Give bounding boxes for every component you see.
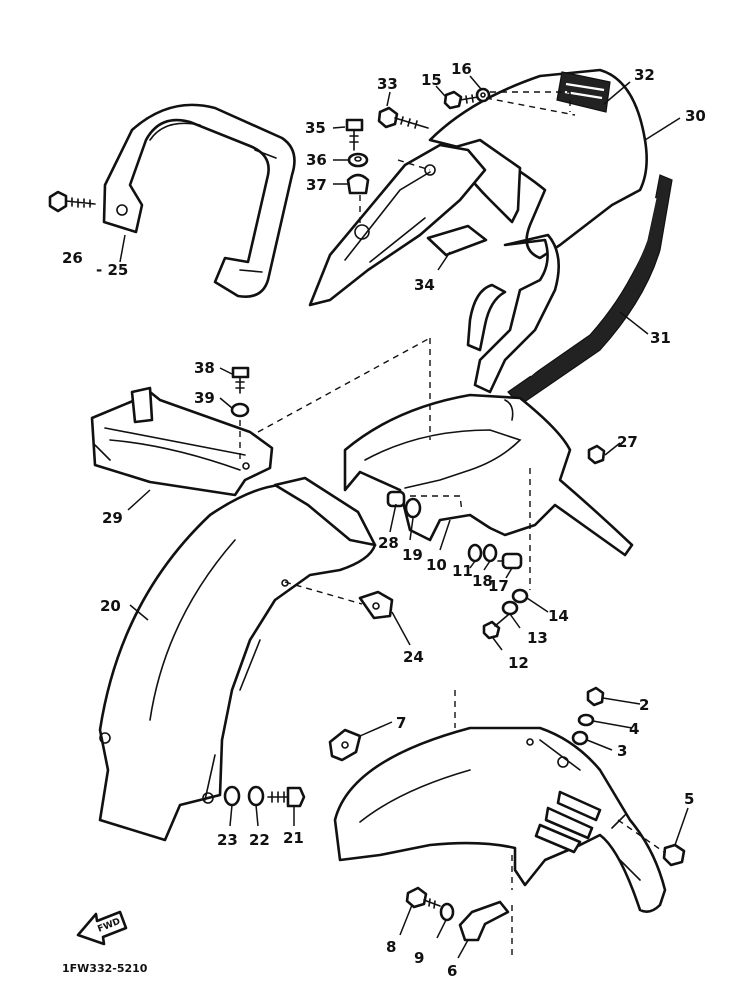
pad-34 <box>426 224 488 257</box>
part-label-9: 9 <box>414 949 424 967</box>
washer-39 <box>230 402 250 418</box>
part-label-17: 17 <box>488 577 509 595</box>
washer-22 <box>247 785 265 807</box>
screw-35 <box>345 118 364 151</box>
bracket-7 <box>328 728 362 762</box>
part-label-11: 11 <box>452 562 473 580</box>
nut-5 <box>662 843 686 867</box>
grab-bar <box>102 103 296 298</box>
collar-28 <box>386 490 406 508</box>
washer-36 <box>347 152 369 168</box>
part-label-12: 12 <box>508 654 529 672</box>
part-label-36: 36 <box>306 151 327 169</box>
washer-11 <box>467 543 483 563</box>
bolt-26 <box>48 190 96 213</box>
part-label-14: 14 <box>548 607 569 625</box>
part-label-20: 20 <box>100 597 121 615</box>
part-label-3: 3 <box>617 742 627 760</box>
forward-arrow-icon: FWD <box>76 910 128 946</box>
part-label-24: 24 <box>403 648 424 666</box>
part-label-8: 8 <box>386 938 396 956</box>
leader-lines <box>119 75 689 959</box>
part-label-26: 26 <box>62 249 83 267</box>
part-label-7: 7 <box>396 714 406 732</box>
part-label-22: 22 <box>249 831 270 849</box>
washer-9 <box>439 902 455 922</box>
grommet-37 <box>346 173 370 195</box>
washer-18 <box>482 543 498 563</box>
part-label-23: 23 <box>217 831 238 849</box>
bracket-24 <box>358 590 394 620</box>
part-label-37: 37 <box>306 176 327 194</box>
bolt-8 <box>405 886 441 909</box>
collar-17 <box>497 552 523 570</box>
rear-fender <box>98 476 377 842</box>
diagram-code: 1FW332-5210 <box>62 962 148 975</box>
part-label-25: - 25 <box>96 261 128 279</box>
part-label-21: 21 <box>283 829 304 847</box>
screw-38 <box>231 366 250 394</box>
bolt-15 <box>443 90 479 110</box>
part-label-39: 39 <box>194 389 215 407</box>
part-label-34: 34 <box>414 276 435 294</box>
nut-16 <box>475 87 491 103</box>
part-label-33: 33 <box>377 75 398 93</box>
part-label-18: 18 <box>472 572 493 590</box>
bolt-33 <box>377 106 429 129</box>
seat-base <box>90 386 274 497</box>
part-label-2: 2 <box>639 696 649 714</box>
bolt-21 <box>267 786 306 808</box>
part-label-13: 13 <box>527 629 548 647</box>
washer-4 <box>577 713 595 727</box>
washer-14 <box>511 588 529 604</box>
collar-3 <box>571 730 589 746</box>
part-label-16: 16 <box>451 60 472 78</box>
rear-fender-upper <box>343 393 634 557</box>
part-label-19: 19 <box>402 546 423 564</box>
front-fender <box>333 726 667 913</box>
part-label-35: 35 <box>305 119 326 137</box>
part-label-15: 15 <box>421 71 442 89</box>
part-label-38: 38 <box>194 359 215 377</box>
part-label-32: 32 <box>634 66 655 84</box>
part-label-10: 10 <box>426 556 447 574</box>
washer-19 <box>404 497 422 519</box>
part-labels: 2 3 4 5 6 7 8 9 10 11 12 13 14 15 16 17 … <box>62 60 706 980</box>
nut-27 <box>587 444 606 465</box>
part-label-5: 5 <box>684 790 694 808</box>
part-label-27: 27 <box>617 433 638 451</box>
part-label-31: 31 <box>650 329 671 347</box>
seat-cowl <box>308 68 648 394</box>
part-label-30: 30 <box>685 107 706 125</box>
assembly-lines <box>239 91 665 960</box>
part-label-29: 29 <box>102 509 123 527</box>
part-label-4: 4 <box>629 720 639 738</box>
washer-23 <box>223 785 241 807</box>
washer-13 <box>501 600 519 616</box>
part-label-6: 6 <box>447 962 457 980</box>
bolt-12 <box>482 614 509 640</box>
bracket-6 <box>458 900 510 942</box>
nut-2 <box>586 686 605 707</box>
part-label-28: 28 <box>378 534 399 552</box>
